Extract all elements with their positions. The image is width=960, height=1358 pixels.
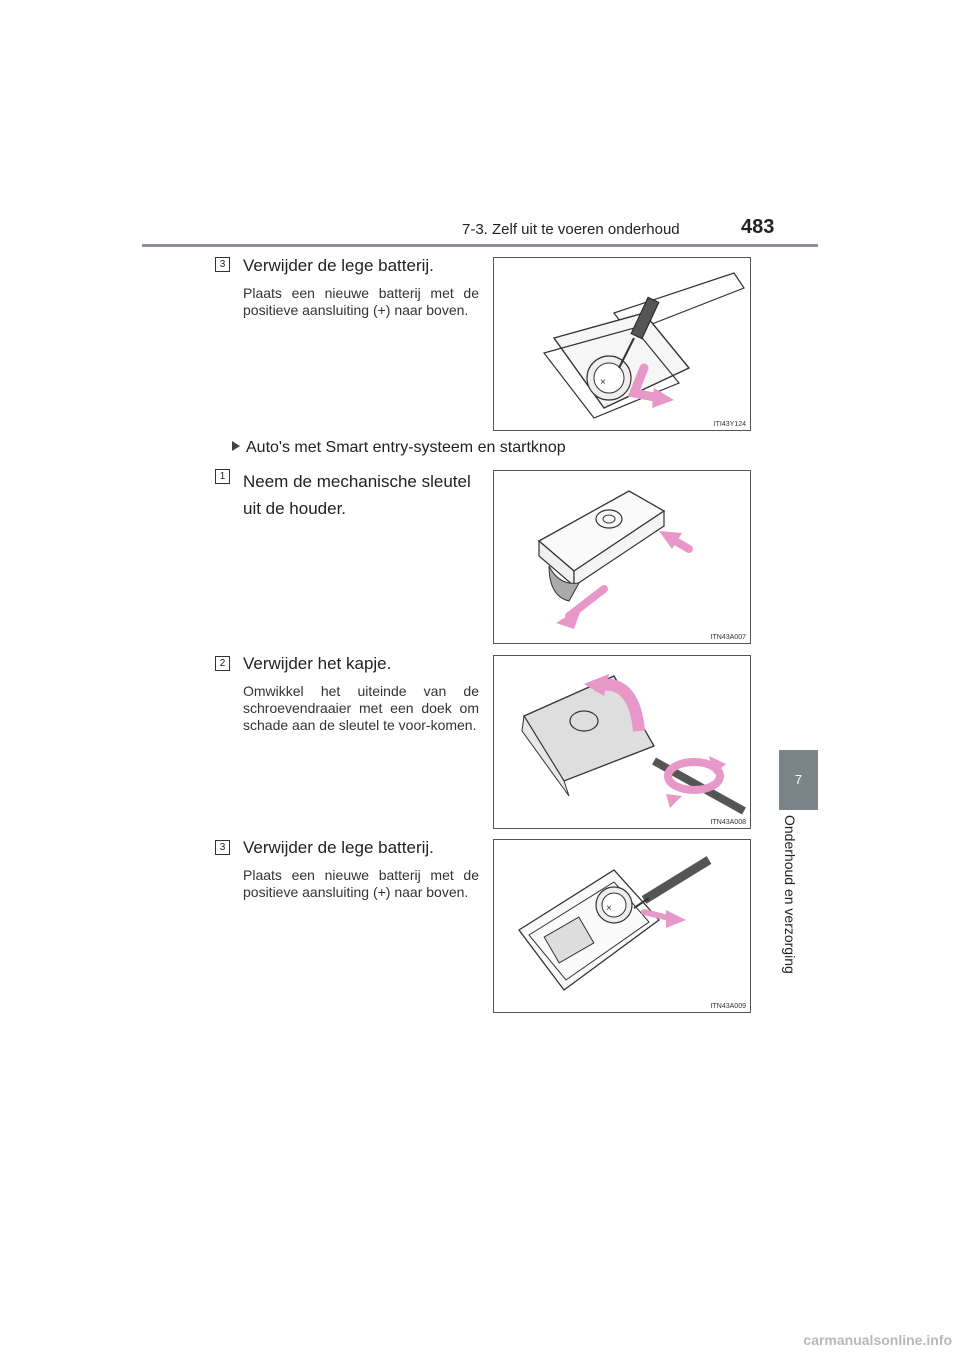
- step-title: Verwijder het kapje.: [243, 654, 392, 673]
- step-title: Neem de mechanische sleutel uit de houde…: [243, 468, 471, 522]
- figure-code: ITN43A009: [710, 1003, 746, 1010]
- subheading-text: Auto's met Smart entry-systeem en startk…: [246, 439, 566, 456]
- figure-code: ITI43Y124: [713, 421, 746, 428]
- step-note: Plaats een nieuwe batterij met de positi…: [243, 867, 479, 900]
- chapter-title: Onderhoud en verzorging: [782, 815, 798, 974]
- header-divider: [142, 244, 818, 247]
- figure-remove-mechanical-key: ITN43A007: [493, 470, 751, 644]
- smart-key-battery-illustration: ×: [518, 856, 712, 991]
- step-number-badge: 3: [215, 840, 230, 855]
- svg-text:×: ×: [606, 903, 612, 914]
- smart-key-illustration: [537, 490, 693, 629]
- step-title: Verwijder de lege batterij.: [243, 838, 434, 857]
- svg-text:×: ×: [600, 377, 606, 388]
- step-title-line-1: Neem de mechanische sleutel: [243, 472, 471, 491]
- figure-remove-cover: ITN43A008: [493, 655, 751, 829]
- step-number-badge: 1: [215, 469, 230, 484]
- figure-remove-battery-smart-key: × ITN43A009: [493, 839, 751, 1013]
- step-number-badge: 3: [215, 257, 230, 272]
- page-number: 483: [741, 216, 775, 238]
- key-cover-illustration: [521, 674, 746, 815]
- figure-code: ITN43A007: [710, 634, 746, 641]
- triangle-bullet-icon: [232, 441, 240, 451]
- figure-remove-battery-key: × ITI43Y124: [493, 257, 751, 431]
- step-note: Plaats een nieuwe batterij met de positi…: [243, 285, 479, 318]
- key-battery-illustration: ×: [542, 272, 745, 419]
- step-title-line-2: uit de houder.: [243, 499, 347, 518]
- chapter-tab[interactable]: 7: [779, 750, 818, 810]
- subheading: Auto's met Smart entry-systeem en startk…: [232, 439, 566, 457]
- section-title: 7-3. Zelf uit te voeren onderhoud: [462, 221, 680, 238]
- step-note: Omwikkel het uiteinde van de schroevendr…: [243, 683, 479, 733]
- figure-code: ITN43A008: [710, 819, 746, 826]
- step-number-badge: 2: [215, 656, 230, 671]
- step-title: Verwijder de lege batterij.: [243, 256, 434, 275]
- watermark: carmanualsonline.info: [803, 1332, 952, 1348]
